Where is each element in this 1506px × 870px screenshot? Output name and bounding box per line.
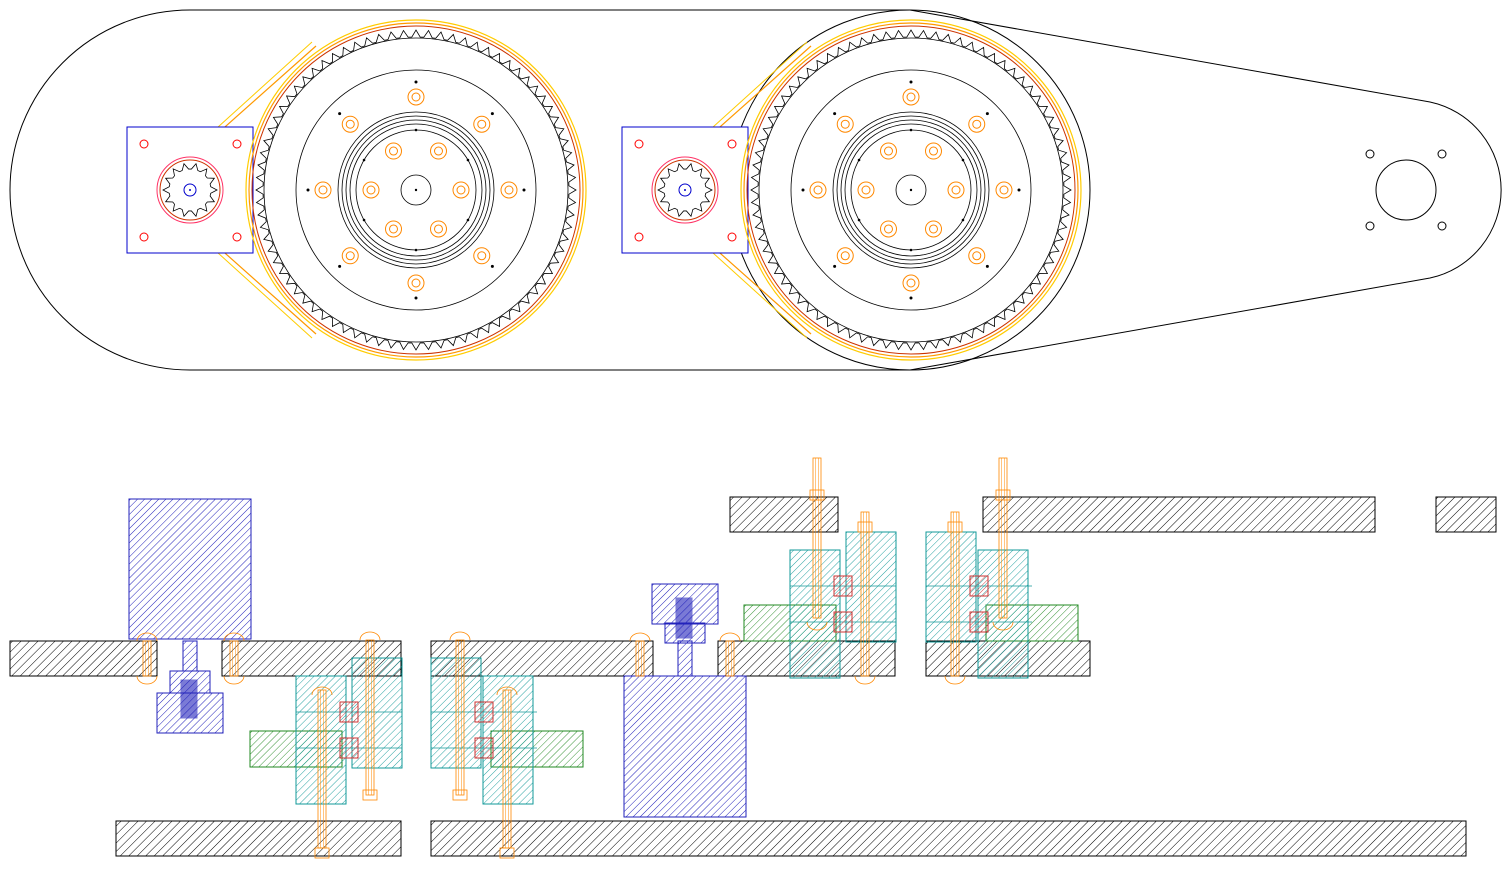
bolt-icon bbox=[725, 640, 735, 677]
bolt-icon bbox=[995, 489, 1011, 501]
upper-plates bbox=[729, 496, 1497, 533]
washer bbox=[496, 686, 518, 696]
washer bbox=[806, 621, 828, 631]
bolt-icon bbox=[314, 847, 330, 859]
motor-1 bbox=[128, 498, 252, 734]
washer bbox=[223, 675, 245, 685]
pinion-icon bbox=[156, 156, 224, 224]
washer bbox=[311, 686, 333, 696]
bolt-icon bbox=[229, 640, 239, 677]
top-view bbox=[9, 9, 1502, 371]
washer bbox=[944, 675, 966, 685]
bolt-icon bbox=[998, 457, 1008, 619]
bearing-assembly bbox=[249, 657, 403, 805]
pulley-group bbox=[245, 19, 1082, 361]
bolt-icon bbox=[499, 847, 515, 859]
pulley-icon bbox=[245, 19, 587, 361]
section-view bbox=[9, 457, 1497, 859]
washer bbox=[136, 632, 158, 642]
end-plate-holes bbox=[1365, 149, 1447, 231]
bolt-icon bbox=[635, 640, 645, 677]
washer bbox=[359, 631, 381, 641]
bolt-icon bbox=[809, 489, 825, 501]
bolt-icon bbox=[947, 521, 963, 533]
bearing-assembly bbox=[430, 657, 584, 805]
bolt-icon bbox=[455, 639, 465, 796]
bolt-icon bbox=[452, 789, 468, 801]
bolt-icon bbox=[142, 640, 152, 677]
bolt-icon bbox=[365, 639, 375, 796]
pulley-icon bbox=[740, 19, 1082, 361]
bolt-icon bbox=[812, 457, 822, 619]
bearing-assembly bbox=[743, 531, 897, 679]
washer bbox=[449, 631, 471, 641]
bearing-assembly bbox=[925, 531, 1079, 679]
pinion-group bbox=[156, 156, 719, 224]
washer bbox=[854, 675, 876, 685]
bolt-icon bbox=[950, 511, 960, 677]
bolt-icon bbox=[857, 521, 873, 533]
washer bbox=[136, 675, 158, 685]
washer bbox=[992, 621, 1014, 631]
washer bbox=[629, 632, 651, 642]
lower-plates bbox=[115, 820, 1467, 857]
bolt-icon bbox=[362, 789, 378, 801]
bolt-icon bbox=[860, 511, 870, 677]
washer bbox=[719, 632, 741, 642]
washer bbox=[223, 632, 245, 642]
housing-outline bbox=[9, 9, 1502, 371]
motor-2 bbox=[623, 583, 747, 818]
pinion-icon bbox=[651, 156, 719, 224]
bolt-group bbox=[136, 457, 1014, 859]
